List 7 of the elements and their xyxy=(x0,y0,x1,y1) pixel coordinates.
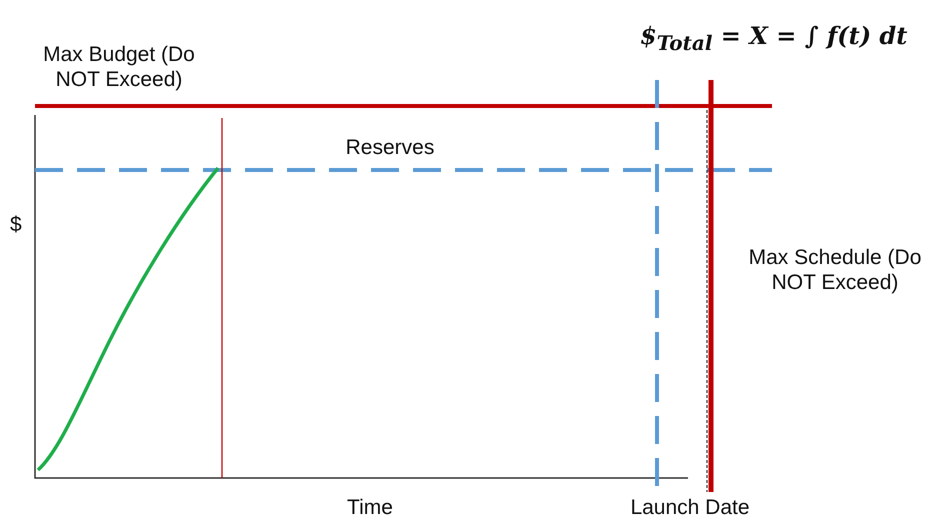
formula: $$_{Total}$ = X = ∫ f(t) dt xyxy=(640,20,908,57)
axis-label: Max Budget (Do NOT Exceed) xyxy=(42,42,196,92)
axis-label: $ xyxy=(10,212,23,237)
line-label: Max Schedule (Do NOT Exceed) xyxy=(748,245,922,295)
line-label: Reserves xyxy=(344,135,436,160)
axis-label: Time xyxy=(346,495,394,520)
axis-label: Launch Date xyxy=(629,495,751,520)
